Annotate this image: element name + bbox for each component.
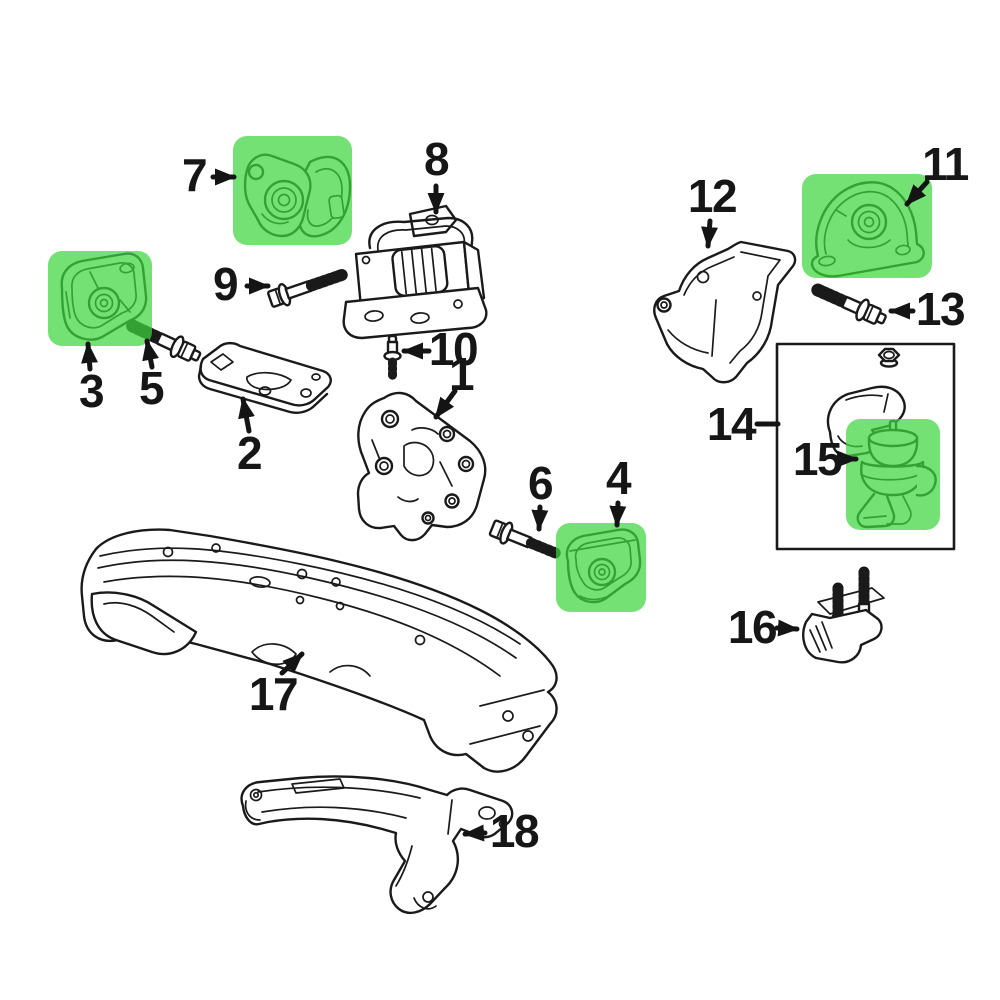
highlight-part-3 <box>48 251 152 346</box>
callout-15-label: 15 <box>792 433 843 485</box>
callout-18-arrow <box>462 824 488 842</box>
highlight-part-4 <box>556 523 646 612</box>
callout-13-label: 13 <box>915 283 966 335</box>
callout-2-label: 2 <box>236 427 263 479</box>
part-18-drawing <box>240 775 514 915</box>
callout-16-arrow <box>774 619 800 637</box>
callout-8-label: 8 <box>423 133 450 185</box>
callout-4-arrow <box>609 500 627 528</box>
part-2-drawing <box>197 341 332 414</box>
part-8-drawing <box>342 204 488 340</box>
part-6-bolt-drawing <box>488 519 563 560</box>
part-12-drawing <box>653 240 797 384</box>
callout-6-label: 6 <box>527 457 554 509</box>
callout-18-label: 18 <box>489 805 540 857</box>
part-13-bolt-drawing <box>811 283 887 325</box>
callout-11-arrow <box>904 179 930 207</box>
callout-9-label: 9 <box>212 258 239 310</box>
callout-5-label: 5 <box>138 362 165 414</box>
callout-12-arrow <box>701 218 718 249</box>
callout-1-label: 1 <box>448 348 475 400</box>
callout-16-label: 16 <box>727 601 778 653</box>
part-16-drawing <box>802 566 885 664</box>
callout-6-arrow <box>531 504 549 532</box>
callout-17-label: 17 <box>248 668 299 720</box>
highlight-part-11 <box>802 174 932 278</box>
callout-11-label: 11 <box>922 138 969 190</box>
part-17-drawing <box>80 528 558 773</box>
callout-7-label: 7 <box>181 149 208 201</box>
part-10-stud-drawing <box>383 334 402 383</box>
callout-12-label: 12 <box>687 170 738 222</box>
part-1-drawing <box>356 391 487 542</box>
callout-17-arrow <box>279 651 305 676</box>
inset-box-14 <box>775 342 956 551</box>
part-9-bolt-drawing <box>267 268 351 308</box>
highlight-part-7 <box>233 136 352 245</box>
callout-4-label: 4 <box>605 452 632 504</box>
callout-3-label: 3 <box>78 365 105 417</box>
callout-2-arrow <box>238 396 255 434</box>
callout-14-label: 14 <box>706 398 757 450</box>
callout-3-arrow <box>81 341 98 372</box>
callout-5-arrow <box>142 338 159 370</box>
callout-1-arrow <box>433 388 458 420</box>
callout-10-label: 10 <box>428 323 479 375</box>
highlight-part-15 <box>846 419 940 530</box>
